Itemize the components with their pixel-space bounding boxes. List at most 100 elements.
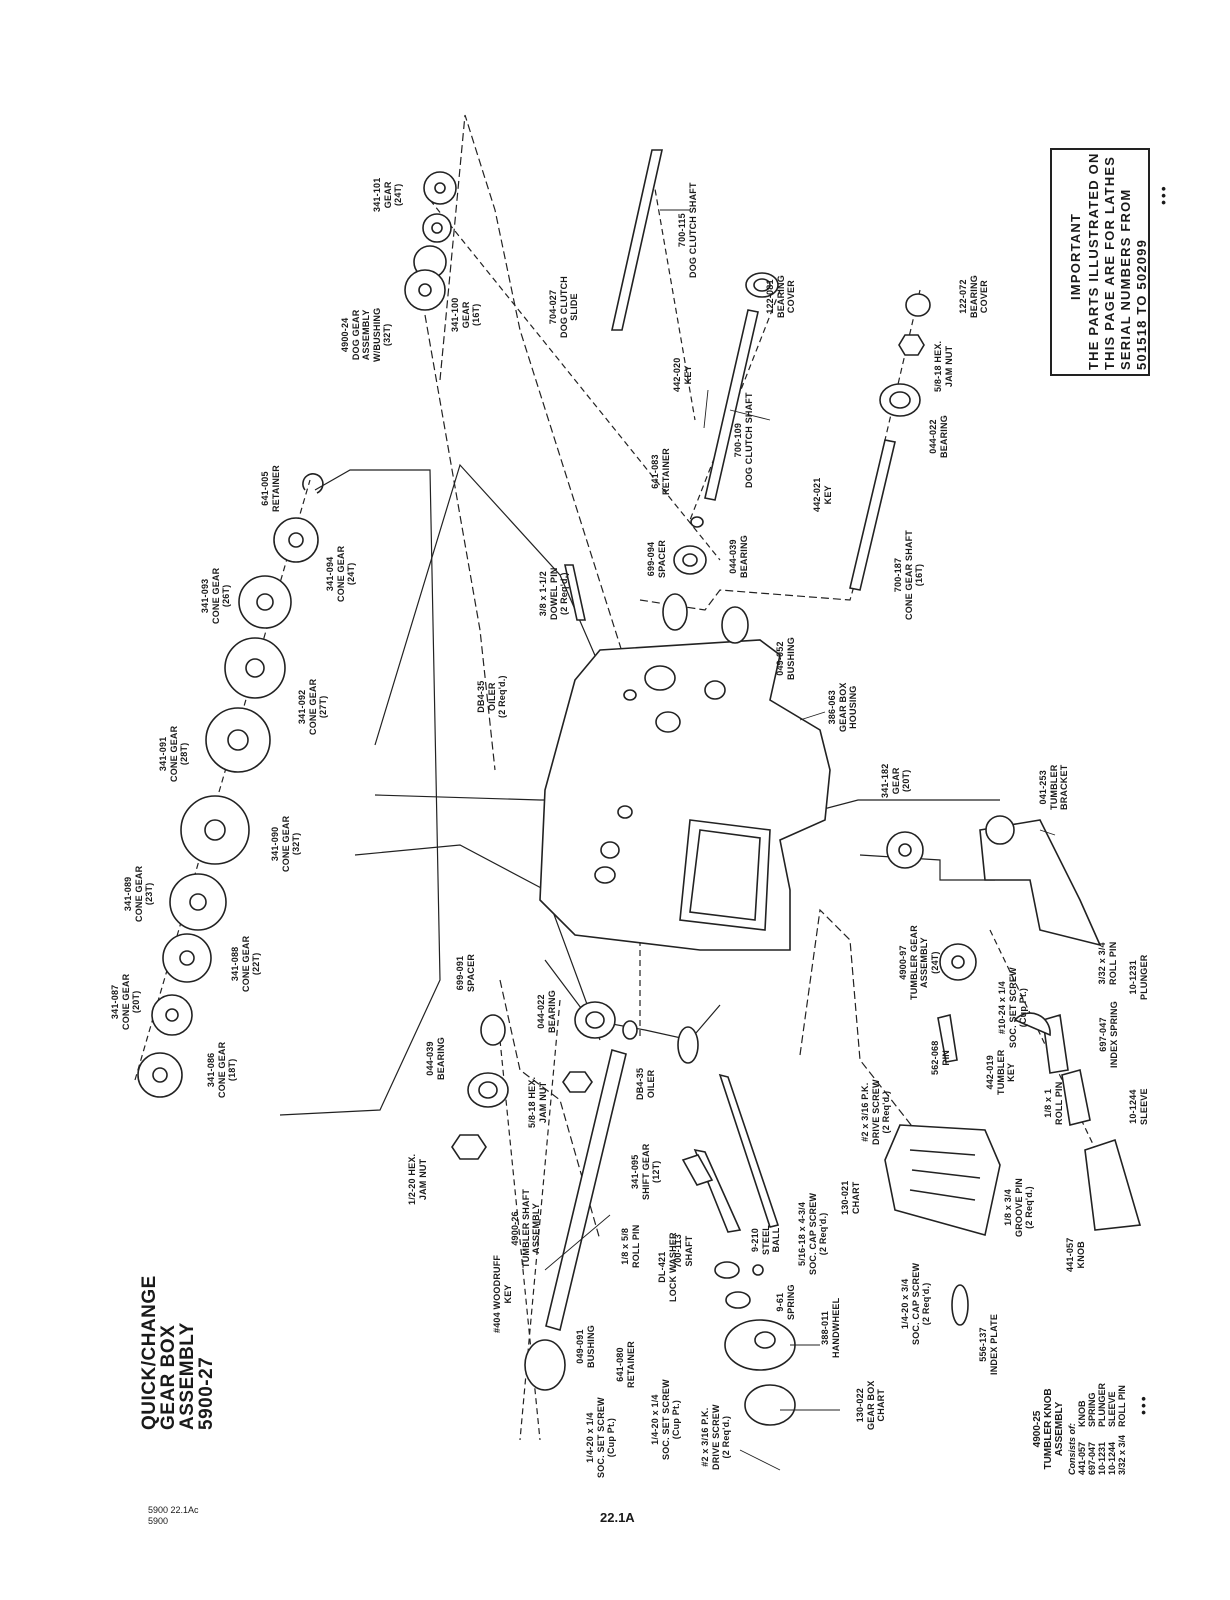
part-label: 388-011 HANDWHEEL [820,1297,841,1358]
part-label: 700-187 CONE GEAR SHAFT (16T) [893,529,924,620]
knob-part-number: 3/32 x 3/4 [1117,1434,1127,1475]
part-label: 442-021 KEY [812,477,833,512]
part-label: 1/2-20 HEX. JAM NUT [407,1153,428,1205]
dog-clutch-shaft-109 [704,309,759,501]
bearings [451,272,931,1391]
center-line [279,469,441,1116]
footer-code: 5900 22.1Ac [148,1505,199,1515]
part-label: 562-068 PIN [930,1040,951,1075]
part-label: 130-021 CHART [840,1180,861,1215]
cone-gear-shaft [849,439,896,591]
part-label: 341-094 CONE GEAR (24T) [325,545,356,602]
part-label: 044-039 BEARING [728,535,749,578]
decorative-dots: ••• [1155,184,1171,205]
tumbler-shaft [545,1049,627,1331]
center-line [859,854,995,881]
part-label: DB4-35 OILER (2 Req'd.) [476,675,507,718]
part-label: 341-089 CONE GEAR (23T) [123,865,154,922]
knob-assembly-title: 4900-25 TUMBLER KNOB ASSEMBLY [1032,1388,1065,1470]
part-label: 044-022 BEARING [928,415,949,458]
part-label: 641-083 RETAINER [650,448,671,495]
part-label: 1/8 x 3/4 GROOVE PIN (2 Req'd.) [1003,1177,1034,1237]
shafts [545,149,896,1331]
center-line [424,314,496,771]
gear-box-housing [539,639,831,951]
part-label: 10-1231 PLUNGER [1128,954,1149,1000]
center-line [799,908,916,1131]
part-label: #2 x 3/16 P.K. DRIVE SCREW (2 Req'd.) [700,1404,731,1470]
dog-clutch-shaft-115 [611,149,663,331]
part-label: #2 x 3/16 P.K. DRIVE SCREW (2 Req'd.) [860,1079,891,1145]
knob-part-name: KNOB [1077,1400,1087,1427]
part-label: 130-022 GEAR BOX CHART [855,1380,886,1430]
part-label: 5/8-18 HEX. JAM NUT [933,340,954,392]
handwheel-parts [681,1154,796,1426]
part-label: 4900-97 TUMBLER GEAR ASSEMBLY (24T) [898,925,940,1000]
tumbler-parts [886,815,1142,1231]
part-label: 442-019 TUMBLER KEY [985,1049,1016,1095]
part-label: 3/32 x 3/4 ROLL PIN [1097,941,1118,985]
part-label: 041-253 TUMBLER BRACKET [1038,764,1069,810]
part-label: 3/8 x 1-1/2 DOWEL PIN (2 Req'd.) [538,567,569,620]
important-notice: IMPORTANT THE PARTS ILLUSTRATED ON THIS … [1050,148,1150,376]
knob-part-number: 697-047 [1087,1441,1097,1475]
part-label: 341-092 CONE GEAR (27T) [297,678,328,735]
center-line [439,114,651,741]
part-label: 1/8 x 1 ROLL PIN [1043,1081,1064,1125]
part-label: 556-137 INDEX PLATE [978,1313,999,1375]
part-label: DB4-35 OILER [635,1067,656,1100]
part-label: 641-005 RETAINER [260,465,281,512]
part-label: 699-091 SPACER [455,953,476,992]
center-line [544,959,721,1041]
part-label: 4900-24 DOG GEAR ASSEMBLY W/BUSHING (32T… [340,307,392,362]
part-label: 699-094 SPACER [646,539,667,578]
part-label: 1/8 x 5/8 ROLL PIN [620,1224,641,1268]
part-label: 341-095 SHIFT GEAR (12T) [630,1143,661,1200]
knob-part-number: 441-057 [1077,1441,1087,1475]
part-label: 049-052 BUSHING [775,637,796,680]
important-heading: IMPORTANT [1068,212,1083,300]
part-label: 700-115 DOG CLUTCH SHAFT [677,182,698,278]
part-label: 341-182 GEAR (20T) [880,763,911,798]
part-label: 700-109 DOG CLUTCH SHAFT [733,392,754,488]
cap-screw [718,1073,780,1228]
part-label: 1/4-20 x 1/4 SOC. SET SCREW (Cup Pt.) [585,1397,616,1478]
knob-part-name: ROLL PIN [1117,1385,1127,1427]
page-title: QUICK/CHANGE GEAR BOX ASSEMBLY 5900-27 [139,1275,217,1430]
part-label: 044-022 BEARING [536,990,557,1033]
part-label: 10-1244 SLEEVE [1128,1088,1149,1125]
knob-part-number: 10-1244 [1107,1441,1117,1475]
knob-part-name: PLUNGER [1097,1382,1107,1427]
part-label: 341-088 CONE GEAR (22T) [230,935,261,992]
dowel-pin [564,564,586,621]
cone-gears [137,473,324,1098]
knob-assembly-consists: Consists of: [1067,1422,1077,1475]
page-number: 22.1A [600,1510,635,1525]
center-line [374,463,611,746]
dog-gear-cluster [404,171,457,311]
tumbler-knob-assembly: 4900-25 TUMBLER KNOB ASSEMBLY Consists o… [1032,1383,1127,1475]
part-label: 9-210 STEEL BALL [750,1224,781,1255]
part-label: 5/16-18 x 4-3/4 SOC. CAP SCREW (2 Req'd.… [797,1192,828,1275]
knob-part-name: SPRING [1087,1392,1097,1427]
part-label: 341-101 GEAR (24T) [372,177,403,212]
important-text: THE PARTS ILLUSTRATED ON THIS PAGE ARE F… [1086,152,1149,370]
part-label: 122-072 BEARING COVER [958,275,989,318]
part-label: 341-100 GEAR (16T) [450,297,481,332]
part-label: 442-020 KEY [672,357,693,392]
part-label: 386-063 GEAR BOX HOUSING [827,682,858,732]
part-label: 704-027 DOG CLUTCH SLIDE [548,276,579,338]
part-label: 044-039 BEARING [425,1037,446,1080]
part-label: 641-080 RETAINER [615,1341,636,1388]
index-plate [884,1124,1001,1326]
knob-part-name: SLEEVE [1107,1391,1117,1427]
part-label: 341-093 CONE GEAR (26T) [200,567,231,624]
part-label: 341-086 CONE GEAR (18T) [206,1041,237,1098]
knob-part-number: 10-1231 [1097,1441,1107,1475]
footer-code: 5900 [148,1516,169,1526]
part-label: 122-081 BEARING COVER [765,275,796,318]
part-label: DL-421 LOCK WASHER [657,1232,678,1302]
part-label: 9-61 SPRING [775,1284,796,1320]
part-label: 049-091 BUSHING [575,1325,596,1368]
